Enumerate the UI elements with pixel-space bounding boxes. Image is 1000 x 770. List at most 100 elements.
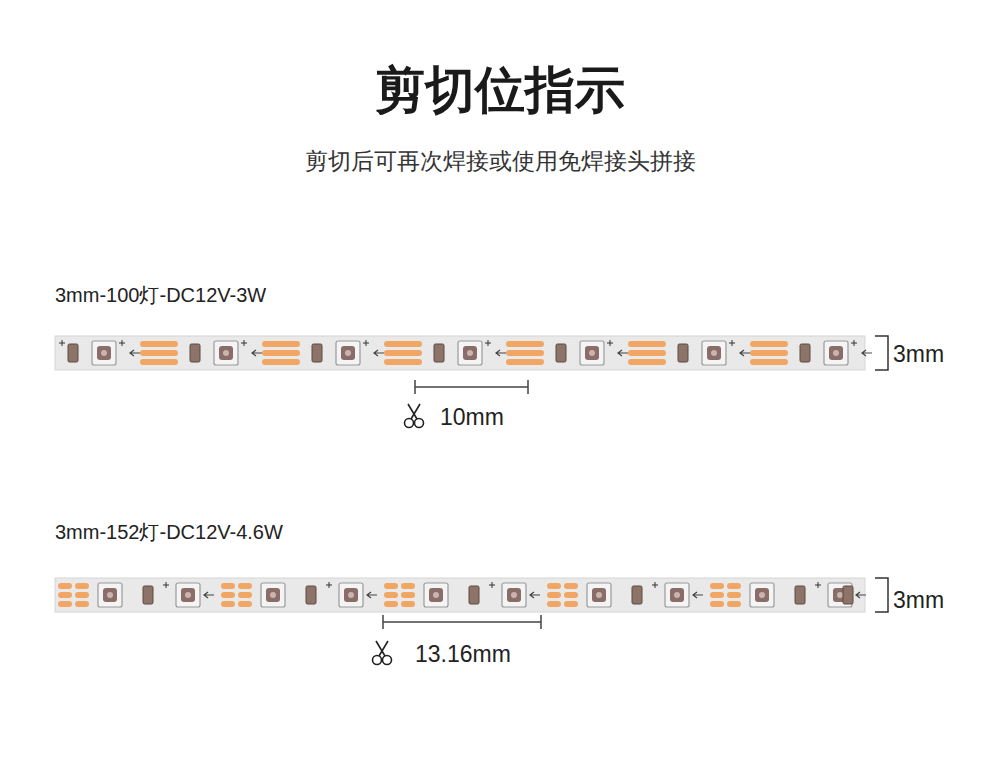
solder-pad	[750, 359, 788, 365]
polarity-mark	[326, 582, 332, 588]
polarity-mark	[163, 582, 169, 588]
polarity-mark	[363, 340, 369, 346]
solder-pad	[140, 350, 178, 356]
solder-pad	[140, 341, 178, 347]
polarity-mark	[652, 582, 658, 588]
resistor	[306, 586, 316, 604]
solder-pad	[58, 583, 72, 589]
led-chip	[828, 583, 852, 607]
led-chip	[92, 341, 116, 365]
solder-pad	[384, 359, 422, 365]
led-chip	[339, 583, 363, 607]
solder-pad	[221, 592, 235, 598]
resistor	[68, 344, 78, 362]
solder-pad	[262, 350, 300, 356]
dimension-line	[383, 615, 541, 629]
resistor	[469, 586, 479, 604]
solder-pad	[750, 341, 788, 347]
width-bracket	[875, 336, 888, 370]
solder-pad	[628, 341, 666, 347]
polarity-mark	[729, 340, 735, 346]
polarity-mark	[59, 340, 65, 346]
solder-pad	[628, 350, 666, 356]
cut-length: 13.16mm	[415, 641, 511, 667]
width-dimension: 3mm	[893, 587, 944, 613]
solder-pad	[727, 601, 741, 607]
led-strip	[55, 578, 866, 612]
data-arrow	[367, 592, 377, 598]
solder-pad	[384, 341, 422, 347]
led-chip	[502, 583, 526, 607]
solder-pad	[506, 350, 544, 356]
polarity-mark	[119, 340, 125, 346]
solder-pad	[750, 350, 788, 356]
solder-pad	[401, 601, 415, 607]
data-arrow	[130, 350, 140, 356]
resistor	[800, 344, 810, 362]
subtitle: 剪切后可再次焊接或使用免焊接头拼接	[305, 148, 696, 174]
data-arrow	[252, 350, 262, 356]
solder-pad	[384, 592, 398, 598]
led-chip	[261, 583, 285, 607]
resistor	[556, 344, 566, 362]
led-strip	[55, 336, 872, 370]
resistor	[312, 344, 322, 362]
solder-pad	[384, 601, 398, 607]
data-arrow	[374, 350, 384, 356]
resistor	[795, 586, 805, 604]
resistor	[434, 344, 444, 362]
solder-pad	[262, 359, 300, 365]
polarity-mark	[489, 582, 495, 588]
scissors-icon	[373, 641, 392, 665]
resistor	[678, 344, 688, 362]
solder-pad	[238, 601, 252, 607]
solder-pad	[75, 601, 89, 607]
solder-pad	[401, 583, 415, 589]
solder-pad	[710, 592, 724, 598]
solder-pad	[506, 341, 544, 347]
solder-pad	[547, 592, 561, 598]
solder-pad	[58, 592, 72, 598]
polarity-mark	[851, 340, 857, 346]
data-arrow	[530, 592, 540, 598]
polarity-mark	[815, 582, 821, 588]
polarity-mark	[607, 340, 613, 346]
data-arrow	[862, 350, 872, 356]
width-dimension: 3mm	[893, 341, 944, 367]
led-chip	[336, 341, 360, 365]
solder-pad	[384, 350, 422, 356]
solder-pad	[564, 583, 578, 589]
width-bracket	[875, 578, 888, 612]
scissors-icon	[405, 404, 424, 428]
data-arrow	[740, 350, 750, 356]
resistor	[632, 586, 642, 604]
solder-pad	[221, 601, 235, 607]
strip-spec: 3mm-152灯-DC12V-4.6W	[55, 521, 283, 544]
dimension-line	[415, 380, 528, 394]
solder-pad	[75, 592, 89, 598]
solder-pad	[564, 592, 578, 598]
data-arrow	[496, 350, 506, 356]
solder-pad	[547, 601, 561, 607]
led-chip	[824, 341, 848, 365]
polarity-mark	[241, 340, 247, 346]
solder-pad	[710, 583, 724, 589]
solder-pad	[140, 359, 178, 365]
strip-spec: 3mm-100灯-DC12V-3W	[55, 284, 266, 307]
solder-pad	[727, 583, 741, 589]
led-chip	[587, 583, 611, 607]
solder-pad	[238, 583, 252, 589]
led-chip	[214, 341, 238, 365]
solder-pad	[564, 601, 578, 607]
solder-pad	[58, 601, 72, 607]
solder-pad	[221, 583, 235, 589]
data-arrow	[204, 592, 214, 598]
data-arrow	[618, 350, 628, 356]
resistor	[143, 586, 153, 604]
polarity-mark	[485, 340, 491, 346]
solder-pad	[506, 359, 544, 365]
led-chip	[580, 341, 604, 365]
page-title: 剪切位指示	[375, 62, 625, 120]
led-chip	[98, 583, 122, 607]
led-chip	[424, 583, 448, 607]
